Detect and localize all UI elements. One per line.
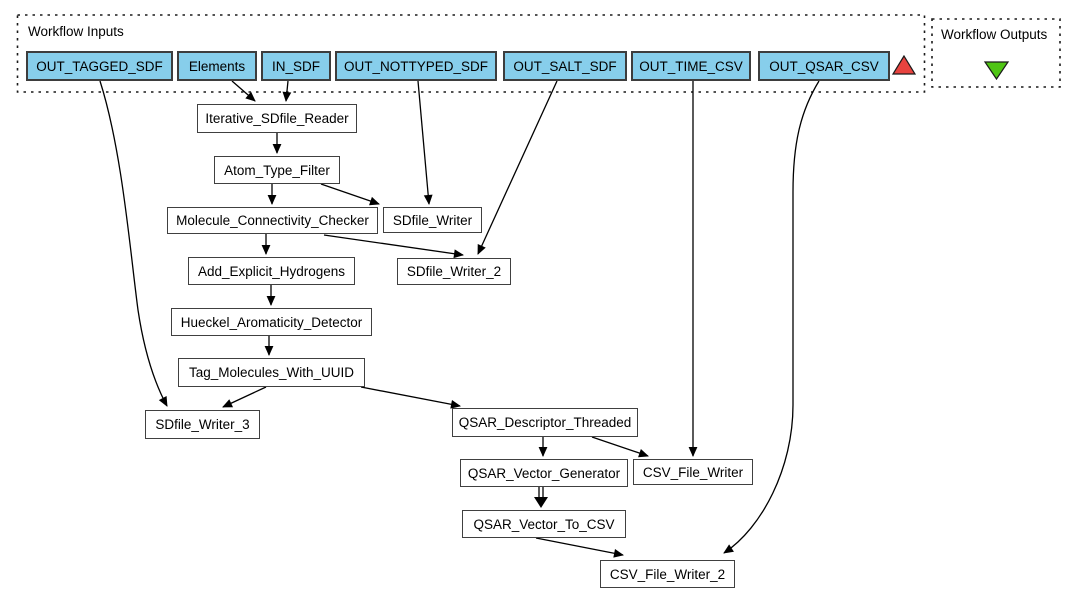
edge-out-qsar-csv-to-csv-file-writer-2 (723, 80, 820, 554)
edge-elements-to-iterative-sdfile-reader (231, 80, 256, 102)
processor-csv-file-writer[interactable]: CSV_File_Writer (633, 459, 753, 485)
edge-descriptor-to-csv-file-writer (591, 436, 649, 458)
edge-tag-molecules-to-sdfile-writer-3 (222, 386, 267, 408)
edge-out-salt-sdf-to-sdfile-writer-2 (477, 80, 558, 255)
input-port-in-sdf[interactable]: IN_SDF (261, 51, 331, 81)
workflow-outputs-title: Workflow Outputs (941, 27, 1048, 42)
input-port-elements[interactable]: Elements (177, 51, 257, 81)
processor-molecule-connectivity-checker[interactable]: Molecule_Connectivity_Checker (167, 207, 378, 234)
input-port-out-qsar-csv[interactable]: OUT_QSAR_CSV (758, 51, 890, 81)
processor-qsar-descriptor-threaded[interactable]: QSAR_Descriptor_Threaded (452, 408, 638, 437)
double-edge-arrowhead (534, 497, 548, 508)
processor-atom-type-filter[interactable]: Atom_Type_Filter (214, 156, 340, 184)
workflow-inputs-panel-border (16, 14, 926, 93)
workflow-inputs-title: Workflow Inputs (28, 24, 124, 39)
edge-atom-type-filter-to-sdfile-writer (320, 183, 380, 206)
processor-csv-file-writer-2[interactable]: CSV_File_Writer_2 (600, 560, 735, 588)
red-up-triangle-icon (891, 54, 917, 75)
processor-sdfile-writer[interactable]: SDfile_Writer (383, 207, 482, 233)
processor-hueckel-aromaticity-detector[interactable]: Hueckel_Aromaticity_Detector (171, 308, 372, 336)
edge-out-nottyped-sdf-to-sdfile-writer (417, 80, 433, 205)
processor-add-explicit-hydrogens[interactable]: Add_Explicit_Hydrogens (188, 257, 355, 285)
edge-tag-molecules-to-qsar-descriptor-threaded (360, 386, 461, 409)
input-port-out-nottyped-sdf[interactable]: OUT_NOTTYPED_SDF (335, 51, 497, 81)
processor-tag-molecules-with-uuid[interactable]: Tag_Molecules_With_UUID (178, 358, 365, 387)
edge-in-sdf-to-iterative-sdfile-reader (282, 80, 292, 102)
edge-checker-to-sdfile-writer-2 (323, 234, 464, 259)
processor-sdfile-writer-2[interactable]: SDfile_Writer_2 (397, 258, 511, 285)
processor-iterative-sdfile-reader[interactable]: Iterative_SDfile_Reader (197, 104, 357, 133)
input-port-out-salt-sdf[interactable]: OUT_SALT_SDF (503, 51, 627, 81)
processor-qsar-vector-to-csv[interactable]: QSAR_Vector_To_CSV (462, 510, 626, 538)
processor-qsar-vector-generator[interactable]: QSAR_Vector_Generator (460, 459, 628, 487)
processor-sdfile-writer-3[interactable]: SDfile_Writer_3 (145, 410, 260, 439)
edge-out-tagged-sdf-to-sdfile-writer-3 (99, 80, 168, 407)
input-port-out-time-csv[interactable]: OUT_TIME_CSV (631, 51, 751, 81)
edge-vector-to-csv-to-csv-file-writer-2 (535, 537, 624, 558)
input-port-out-tagged-sdf[interactable]: OUT_TAGGED_SDF (26, 51, 173, 81)
green-down-triangle-icon (983, 61, 1010, 81)
